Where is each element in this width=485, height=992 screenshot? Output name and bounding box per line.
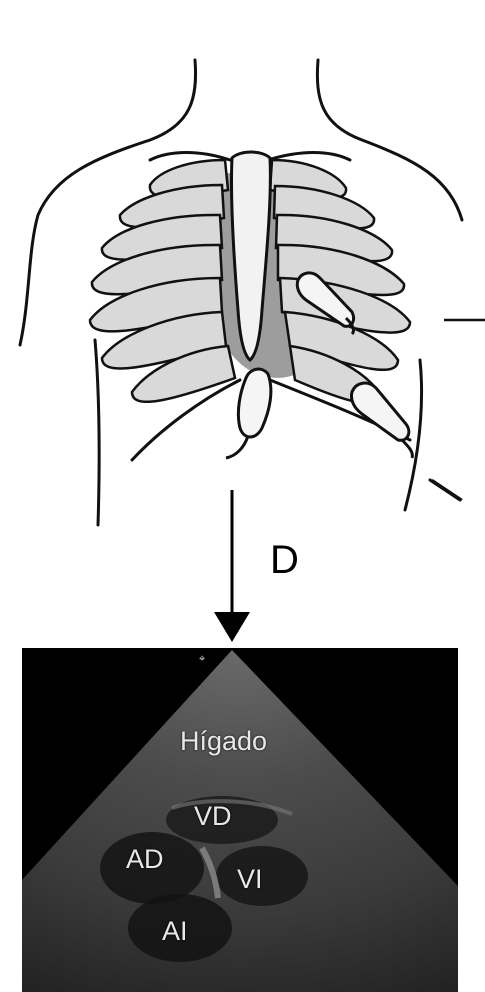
ribs-left bbox=[90, 160, 235, 402]
view-label: D bbox=[270, 540, 299, 580]
label-right-ventricle: VD bbox=[194, 803, 232, 830]
probe-orientation-marker: ⌖ bbox=[199, 654, 205, 665]
clavicle-right bbox=[268, 153, 350, 161]
label-right-atrium: AD bbox=[126, 846, 164, 873]
probe-apical bbox=[351, 383, 412, 458]
clavicle-left bbox=[150, 153, 230, 161]
chest-illustration bbox=[0, 0, 485, 640]
label-left-atrium: AI bbox=[162, 918, 188, 945]
ultrasound-sector bbox=[22, 648, 458, 992]
left-flank bbox=[95, 340, 99, 525]
pointer-line-lower bbox=[432, 480, 462, 500]
ultrasound-image: ⌖ Hígado VD AD VI AI bbox=[22, 648, 458, 992]
label-left-ventricle: VI bbox=[237, 866, 263, 893]
label-liver: Hígado bbox=[180, 728, 267, 755]
